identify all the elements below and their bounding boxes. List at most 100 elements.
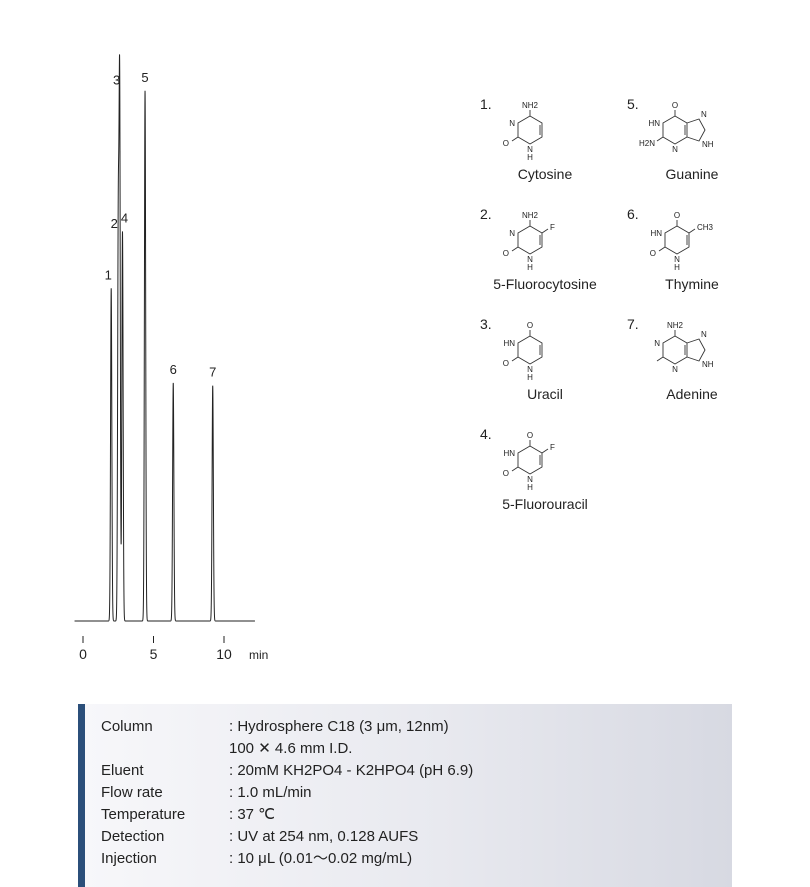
atom-label: F — [550, 443, 555, 452]
peak-label: 1 — [105, 267, 112, 282]
condition-label: Injection — [101, 850, 157, 867]
atom-label: HN — [648, 119, 660, 128]
x-axis-label: min — [249, 648, 268, 662]
compound-name: Guanine — [665, 166, 719, 182]
compound-name: Adenine — [666, 386, 718, 402]
ring-bond — [517, 335, 543, 365]
condition-row: Injection : 10 μL (0.01〜0.02 mg/mL) — [101, 850, 412, 868]
compound-number: 1. — [480, 96, 492, 112]
condition-label: Detection — [101, 828, 165, 845]
atom-label: N — [527, 145, 533, 154]
atom-label: O — [503, 249, 509, 258]
atom-label: NH — [702, 360, 714, 369]
condition-label: Column — [101, 718, 153, 735]
condition-row: Eluent : 20mM KH2PO4 - K2HPO4 (pH 6.9) — [101, 762, 473, 780]
x-tick-label: 10 — [216, 646, 232, 662]
ring-bond — [517, 445, 543, 475]
condition-row: Column : Hydrosphere C18 (3 μm, 12nm) — [101, 718, 449, 736]
atom-label: NH — [702, 140, 714, 149]
atom-label: H — [527, 263, 533, 272]
compound-number: 6. — [627, 206, 639, 222]
atom-label: N — [527, 365, 533, 374]
compound-number: 7. — [627, 316, 639, 332]
substituent-bond — [688, 228, 696, 234]
substituent-bond — [511, 356, 519, 362]
atom-label: O — [503, 469, 509, 478]
peak-label: 2 — [111, 216, 118, 231]
ring-bond — [517, 115, 543, 145]
atom-label: O — [503, 139, 509, 148]
atom-label: HN — [650, 229, 662, 238]
peak-label: 3 — [113, 73, 120, 88]
atom-label: N — [674, 255, 680, 264]
condition-value: : 10 μL (0.01〜0.02 mg/mL) — [229, 850, 413, 867]
substituent-bond — [511, 136, 519, 142]
condition-value: : 1.0 mL/min — [229, 784, 312, 801]
condition-label: Flow rate — [101, 784, 163, 801]
substituent-bond — [511, 246, 519, 252]
compound-name: Uracil — [527, 386, 563, 402]
atom-label: N — [509, 229, 515, 238]
atom-label: CH3 — [697, 223, 714, 232]
compound-name: 5-Fluorocytosine — [493, 276, 597, 292]
conditions-panel: Column : Hydrosphere C18 (3 μm, 12nm) 100 … — [78, 704, 732, 887]
atom-label: H2N — [639, 139, 655, 148]
substituent-bond — [541, 448, 549, 454]
atom-label: F — [550, 223, 555, 232]
ring-bond — [517, 225, 543, 255]
atom-label: NH2 — [667, 321, 684, 330]
condition-value: : Hydrosphere C18 (3 μm, 12nm) — [229, 718, 449, 735]
atom-label: N — [672, 365, 678, 374]
ring-bond — [686, 338, 706, 362]
substituent-bond — [656, 356, 664, 362]
atom-label: N — [672, 145, 678, 154]
compound-name: Cytosine — [517, 166, 573, 182]
condition-value: : 37 ℃ — [229, 806, 276, 823]
peak-label: 6 — [170, 362, 177, 377]
atom-label: O — [527, 321, 533, 330]
condition-row: Flow rate : 1.0 mL/min — [101, 784, 312, 802]
peak-label: 5 — [141, 70, 148, 85]
atom-label: H — [527, 153, 533, 162]
atom-label: O — [503, 359, 509, 368]
atom-label: O — [674, 211, 680, 220]
atom-label: NH2 — [522, 101, 539, 110]
atom-label: H — [527, 373, 533, 382]
atom-label: H — [527, 483, 533, 492]
atom-label: N — [701, 330, 707, 339]
peak-label: 7 — [209, 365, 216, 380]
atom-label: O — [650, 249, 656, 258]
atom-label: N — [527, 475, 533, 484]
substituent-bond — [511, 466, 519, 472]
condition-row: Detection: UV at 254 nm, 0.128 AUFS — [101, 828, 418, 846]
chromatogram-trace — [74, 54, 255, 622]
x-tick-label: 5 — [150, 646, 158, 662]
condition-row: 100 ✕ 4.6 mm I.D. — [101, 740, 352, 758]
chromatogram-chart: 1 2 3 4 5 6 7 0 5 10 min — [74, 54, 268, 662]
substituent-bond — [658, 246, 666, 252]
atom-label: N — [527, 255, 533, 264]
atom-label: N — [654, 339, 660, 348]
condition-value: 100 ✕ 4.6 mm I.D. — [229, 740, 353, 757]
compound-number: 3. — [480, 316, 492, 332]
atom-label: N — [701, 110, 707, 119]
ring-bond — [662, 335, 688, 365]
peak-label: 4 — [121, 210, 128, 225]
x-tick-label: 0 — [79, 646, 87, 662]
compound-name: 5-Fluorouracil — [502, 496, 588, 512]
condition-label: Eluent — [101, 762, 144, 779]
ring-bond — [664, 225, 690, 255]
condition-value: : 20mM KH2PO4 - K2HPO4 (pH 6.9) — [229, 762, 474, 779]
compound-number: 2. — [480, 206, 492, 222]
